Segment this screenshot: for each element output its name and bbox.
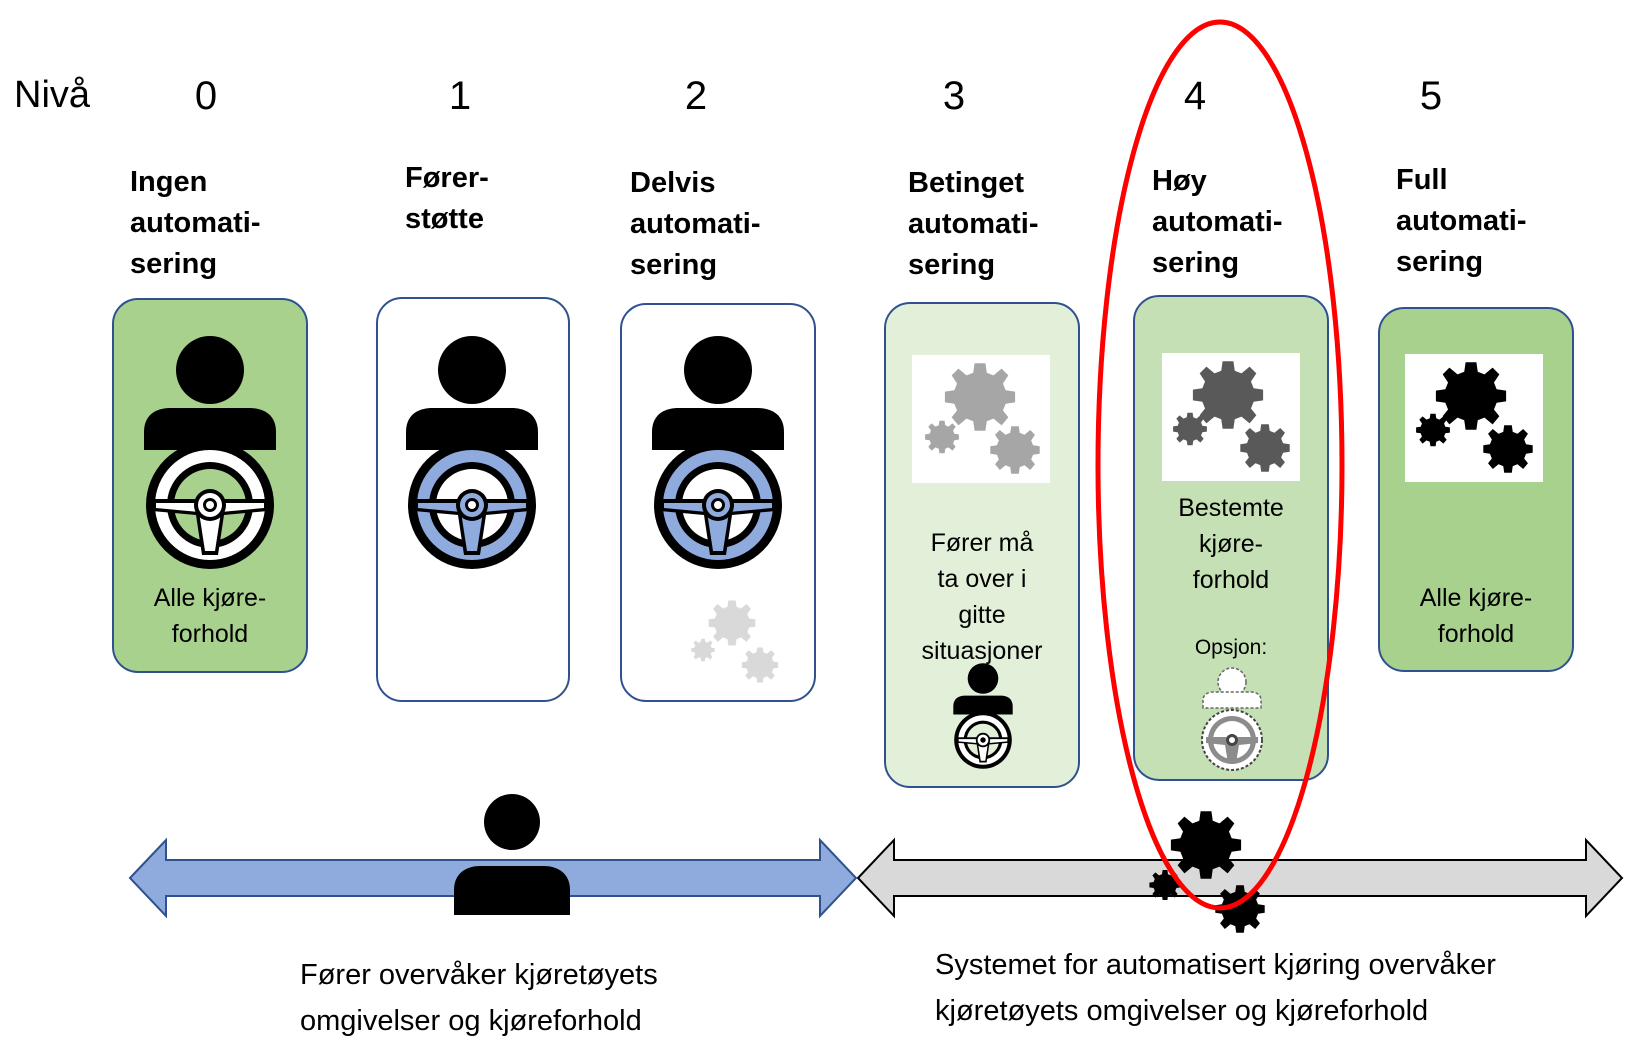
- driver-icon: [454, 794, 570, 915]
- gears-icon: [1416, 362, 1533, 473]
- gears-icon: [925, 363, 1040, 474]
- level-heading-2: Delvis automati- sering: [630, 167, 761, 281]
- system-monitors-text: Systemet for automatisert kjøring overvå…: [935, 949, 1496, 1027]
- level-heading-4: Høy automati- sering: [1152, 165, 1283, 279]
- steering-wheel-icon: [1201, 709, 1263, 771]
- level-number-4: 4: [1183, 74, 1207, 118]
- gears-icon: [1173, 361, 1290, 472]
- level-label: Nivå: [14, 74, 91, 116]
- steering-wheel-icon: [654, 441, 782, 569]
- driver-icon: [406, 336, 538, 569]
- card-text-0: Alle kjøre- forhold: [153, 584, 267, 648]
- level-number-3: 3: [942, 74, 966, 118]
- gears-icon: [691, 600, 779, 683]
- level-heading-1: Fører- støtte: [405, 162, 489, 235]
- level-heading-3: Betinget automati- sering: [908, 167, 1039, 281]
- level-number-5: 5: [1419, 74, 1443, 118]
- level-heading-0: Ingen automati- sering: [130, 166, 261, 280]
- level-heading-5: Full automati- sering: [1396, 164, 1527, 278]
- card-text-4: Bestemte kjøre- forhold: [1178, 494, 1284, 594]
- card-text-3: Fører må ta over i gitte situasjoner: [921, 529, 1043, 665]
- driver-icon: [652, 336, 784, 569]
- card-text-5: Alle kjøre- forhold: [1419, 584, 1533, 648]
- steering-wheel-icon: [146, 441, 274, 569]
- level-number-1: 1: [448, 74, 472, 118]
- driver-icon: [1201, 667, 1263, 771]
- steering-wheel-icon: [954, 711, 1012, 769]
- driver-monitors-text: Fører overvåker kjøretøyets omgivelser o…: [300, 959, 658, 1037]
- level-number-2: 2: [684, 74, 708, 118]
- steering-wheel-icon: [408, 441, 536, 569]
- level-number-0: 0: [194, 74, 218, 118]
- gears-icon: [1149, 811, 1265, 933]
- driver-icon: [144, 336, 276, 569]
- driver-icon: [953, 663, 1013, 769]
